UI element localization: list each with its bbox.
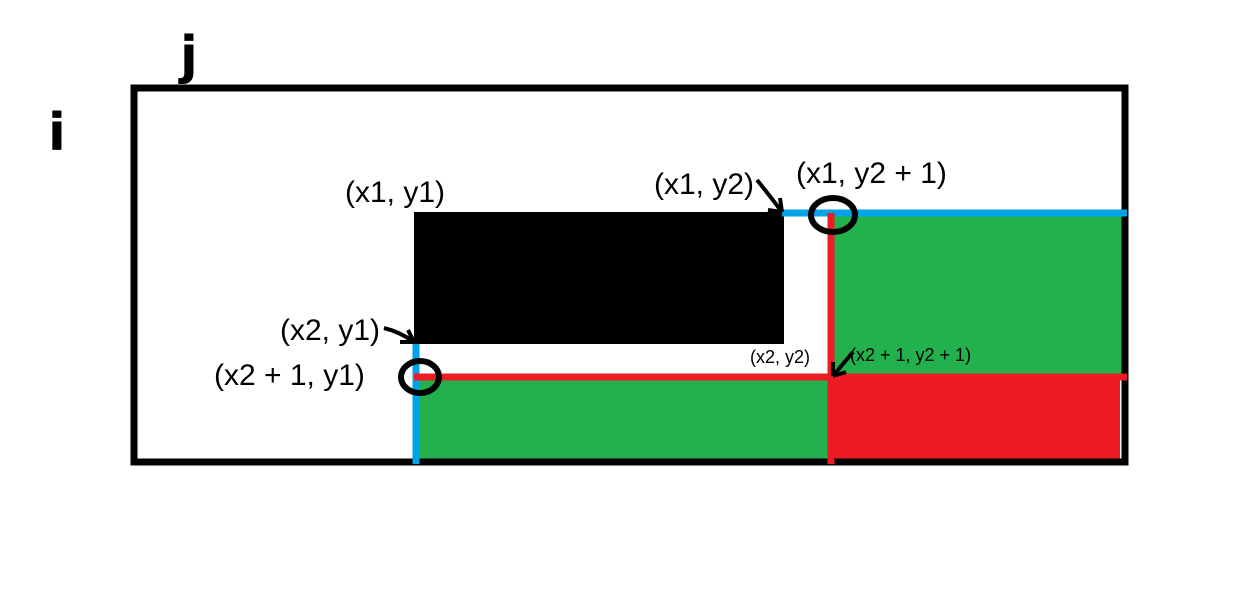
label-x2-plus-1-y1: (x2 + 1, y1)	[214, 359, 365, 392]
green-region-right	[831, 214, 1125, 376]
submatrix-rectangle	[414, 212, 784, 344]
green-region-bottom	[416, 376, 831, 462]
label-x2-y2: (x2, y2)	[750, 347, 810, 367]
red-region	[831, 376, 1120, 462]
circle-top-right	[808, 195, 858, 235]
arrow-top-right	[755, 178, 784, 214]
arrow-bottom-right	[831, 350, 855, 378]
label-x2-plus-1-y2-plus-1: (x2 + 1, y2 + 1)	[850, 345, 971, 365]
arrow-bottom-left	[383, 326, 416, 344]
axis-label-i: i	[48, 103, 66, 163]
label-x1-y2: (x1, y2)	[654, 168, 754, 201]
label-x2-y1: (x2, y1)	[280, 314, 380, 347]
axis-label-j: j	[178, 26, 198, 86]
circle-bottom-left	[398, 358, 442, 396]
matrix-frame	[130, 84, 1129, 466]
label-x1-y1: (x1, y1)	[345, 176, 445, 209]
label-x1-y2-plus-1: (x1, y2 + 1)	[796, 157, 947, 190]
